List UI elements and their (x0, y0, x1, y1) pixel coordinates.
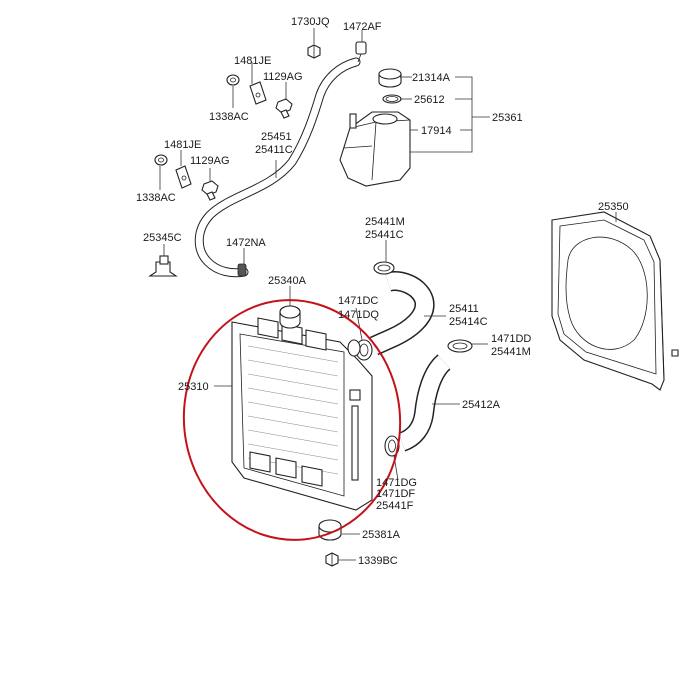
label-25310: 25310 (178, 381, 209, 393)
overflow-hose (194, 57, 361, 278)
reservoir-cap-21314a (378, 68, 402, 88)
label-1472af: 1472AF (343, 21, 382, 33)
label-25350: 25350 (598, 201, 629, 213)
label-1471dc: 1471DC (338, 295, 378, 307)
label-25612: 25612 (414, 94, 445, 106)
label-1730jq: 1730JQ (291, 16, 330, 28)
label-1481je-top: 1481JE (234, 55, 271, 67)
reservoir-tank-17914 (339, 111, 411, 187)
label-25411: 25411 (449, 303, 479, 315)
label-1471dd: 1471DD (491, 333, 531, 345)
label-25441m-right: 25441M (491, 346, 531, 358)
bolt-1129ag-top (275, 98, 293, 119)
label-25414c: 25414C (449, 316, 488, 328)
leader-lines (159, 28, 617, 561)
bolt-1730jq (307, 44, 321, 59)
label-1339bc: 1339BC (358, 555, 398, 567)
label-21314a: 21314A (412, 72, 451, 84)
label-25451: 25451 (261, 131, 292, 143)
upper-hose-25411 (369, 261, 435, 356)
bracket-1481je-mid (175, 165, 192, 189)
label-25441m-top: 25441M (365, 216, 405, 228)
hose-clamp-1472na (237, 263, 247, 277)
label-1129ag-mid: 1129AG (190, 155, 230, 167)
label-1472na: 1472NA (226, 237, 266, 249)
label-25381a: 25381A (362, 529, 401, 541)
label-25340a: 25340A (268, 275, 307, 287)
label-1481je-mid: 1481JE (164, 139, 201, 151)
label-25361: 25361 (492, 112, 523, 124)
label-1471dq: 1471DQ (338, 309, 379, 321)
label-25441c: 25441C (365, 229, 404, 241)
bolt-1129ag-mid (201, 180, 219, 201)
label-25411c: 25411C (255, 144, 293, 156)
hose-clamp-1472af (355, 41, 367, 63)
radiator-25310 (231, 317, 373, 511)
label-1338ac-mid: 1338AC (136, 192, 176, 204)
nut-1338ac-top (226, 74, 240, 86)
mount-bracket-25345c (148, 255, 178, 277)
bracket-1481je-top (249, 81, 267, 105)
label-25441f: 25441F (376, 500, 414, 512)
radiator-cap-25340a (279, 305, 301, 329)
label-1471dg: 1471DG (376, 477, 417, 489)
label-1338ac-top: 1338AC (209, 111, 249, 123)
bolt-1339bc (325, 552, 339, 567)
part-labels: 1730JQ 1472AF 1481JE 1129AG 1338AC 21314… (136, 16, 629, 567)
label-17914: 17914 (421, 125, 452, 137)
highlight-circle (182, 299, 402, 541)
lower-hose-25412a (398, 339, 473, 452)
label-1471df: 1471DF (376, 488, 415, 500)
fan-shroud-25350 (551, 211, 679, 391)
label-25345c: 25345C (143, 232, 182, 244)
nut-1338ac-mid (154, 154, 168, 166)
seal-ring-25612 (382, 94, 402, 104)
label-25412a: 25412A (462, 399, 501, 411)
label-1129ag-top: 1129AG (263, 71, 303, 83)
